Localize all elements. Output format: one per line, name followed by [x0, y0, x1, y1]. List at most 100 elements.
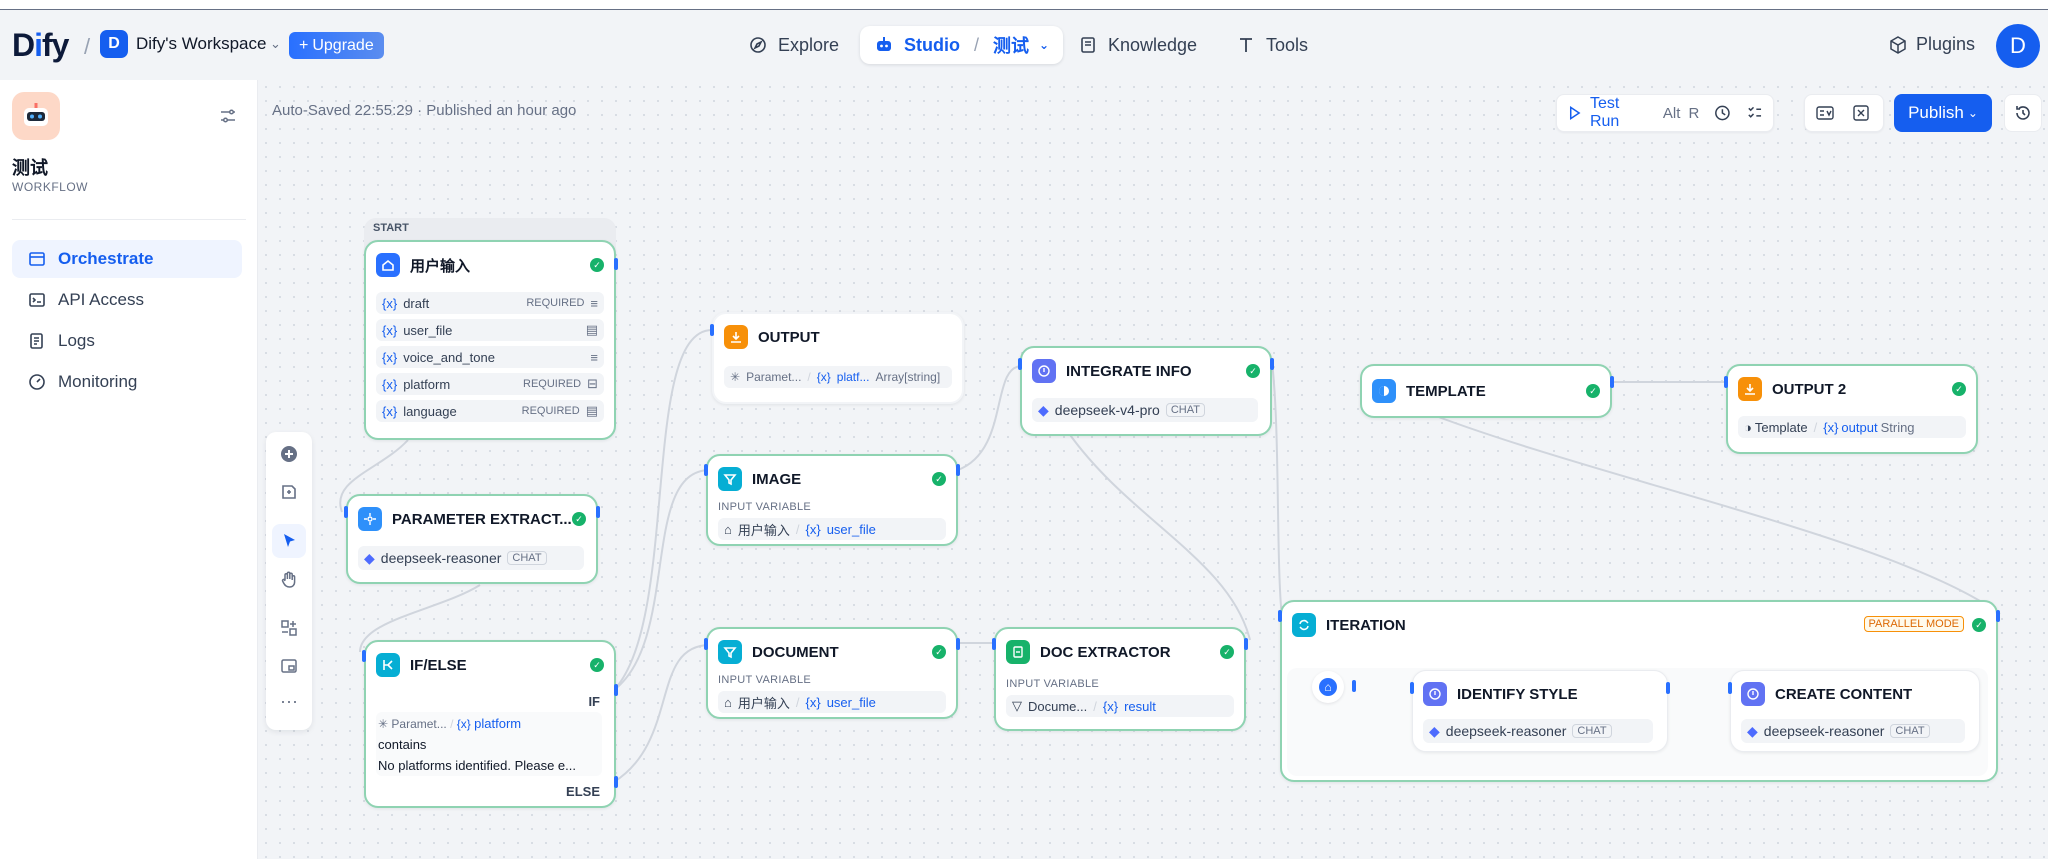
node-parameter-extractor[interactable]: PARAMETER EXTRACT... ✓ ◆deepseek-reasone… — [346, 494, 598, 584]
publish-button[interactable]: Publish⌄ — [1894, 94, 1992, 132]
nav-studio-app[interactable]: 测试 — [993, 36, 1030, 56]
test-run-button[interactable]: Test Run — [1567, 95, 1649, 131]
variable-icon: {x} — [382, 349, 398, 365]
dify-logo[interactable]: Dify — [12, 27, 69, 63]
node-title: IF/ELSE — [410, 656, 467, 674]
nav-knowledge-label: Knowledge — [1108, 34, 1198, 55]
upgrade-button[interactable]: +Upgrade — [289, 32, 384, 59]
node-handle[interactable] — [704, 464, 708, 476]
node-handle[interactable] — [1270, 358, 1274, 370]
add-node-icon[interactable] — [279, 444, 299, 464]
env-icon[interactable] — [1815, 103, 1835, 123]
node-handle[interactable] — [614, 776, 618, 788]
node-handle[interactable] — [1244, 638, 1248, 650]
pointer-mode-button[interactable] — [272, 524, 306, 558]
chevron-down-icon[interactable]: ⌄ — [1039, 38, 1050, 52]
node-handle[interactable] — [614, 258, 618, 270]
variable-icon: {x} — [382, 376, 398, 392]
nav-knowledge[interactable]: Knowledge — [1064, 26, 1211, 64]
organize-icon[interactable] — [279, 618, 299, 638]
workspace-name[interactable]: Dify's Workspace — [136, 34, 267, 53]
node-handle[interactable] — [956, 464, 960, 476]
model-name: deepseek-reasoner — [380, 550, 502, 566]
variable-icon[interactable] — [1851, 103, 1871, 123]
minimap-icon[interactable] — [279, 656, 299, 676]
more-icon[interactable]: ··· — [280, 691, 298, 711]
node-handle[interactable] — [704, 638, 708, 650]
node-doc-extractor[interactable]: DOC EXTRACTOR ✓ INPUT VARIABLE ▽Docume..… — [994, 627, 1246, 731]
node-document[interactable]: DOCUMENT ✓ INPUT VARIABLE ⌂用户输入/{x}user_… — [706, 627, 958, 719]
variable-icon: {x} — [382, 295, 398, 311]
nav-tools-label: Tools — [1266, 34, 1309, 55]
workspace-badge[interactable]: D — [100, 30, 128, 58]
node-handle[interactable] — [1724, 376, 1728, 388]
sidebar-divider — [12, 219, 246, 220]
canvas-tool-palette: ··· — [266, 432, 312, 730]
node-handle[interactable] — [614, 684, 618, 696]
check-icon: ✓ — [1246, 364, 1260, 378]
node-handle[interactable] — [1666, 682, 1670, 694]
node-handle[interactable] — [1018, 358, 1022, 370]
node-title: OUTPUT — [758, 328, 820, 346]
nav-studio[interactable]: Studio / 测试 ⌄ — [860, 26, 1064, 64]
sidebar-item-monitoring[interactable]: Monitoring — [12, 363, 242, 401]
sidebar-item-api-access[interactable]: API Access — [12, 281, 242, 319]
node-title: 用户输入 — [410, 257, 471, 275]
plugins-button[interactable]: Plugins — [1888, 34, 1975, 55]
sliders-icon[interactable] — [218, 106, 238, 126]
sidebar-item-label: API Access — [58, 290, 144, 309]
doc-extractor-icon — [1006, 640, 1030, 664]
var-name: user_file — [403, 322, 453, 338]
variable-icon: {x} — [816, 370, 831, 384]
nav-explore[interactable]: Explore — [734, 26, 853, 64]
app-icon[interactable] — [12, 92, 60, 140]
loop-icon — [1292, 613, 1316, 637]
node-handle[interactable] — [1996, 610, 2000, 622]
check-icon: ✓ — [1586, 384, 1600, 398]
node-handle[interactable] — [1352, 680, 1356, 692]
node-handle[interactable] — [1278, 610, 1282, 622]
add-note-icon[interactable] — [279, 482, 299, 502]
node-handle[interactable] — [1728, 682, 1732, 694]
sidebar-item-logs[interactable]: Logs — [12, 322, 242, 360]
node-handle[interactable] — [1410, 682, 1414, 694]
node-handle[interactable] — [956, 638, 960, 650]
history-check-icon[interactable] — [1713, 103, 1732, 123]
output-type: String — [1880, 419, 1915, 435]
checklist-icon[interactable] — [1746, 104, 1763, 122]
node-handle[interactable] — [362, 650, 366, 662]
sidebar-item-orchestrate[interactable]: Orchestrate — [12, 240, 242, 278]
node-image[interactable]: IMAGE ✓ INPUT VARIABLE ⌂用户输入/{x}user_fil… — [706, 454, 958, 546]
header-separator: / — [84, 34, 91, 59]
text-type-icon: ≡ — [590, 349, 598, 365]
node-output[interactable]: OUTPUT ✳Paramet.../{x}platf...Array[stri… — [712, 312, 964, 404]
nav-separator: / — [974, 34, 980, 55]
user-avatar[interactable]: D — [1996, 24, 2040, 68]
nav-tools[interactable]: Tools — [1222, 26, 1322, 64]
condition-variable: platform — [474, 716, 522, 731]
check-icon: ✓ — [1220, 645, 1234, 659]
app-type: WORKFLOW — [12, 180, 88, 194]
variable-icon: {x} — [382, 403, 398, 419]
node-handle[interactable] — [1610, 376, 1614, 388]
version-history-button[interactable] — [2004, 94, 2042, 132]
chevron-down-icon[interactable]: ⌄ — [270, 36, 281, 51]
iteration-start[interactable]: ⌂ — [1312, 671, 1344, 703]
var-name: language — [403, 403, 457, 419]
node-template[interactable]: TEMPLATE ✓ — [1360, 364, 1612, 418]
node-handle[interactable] — [710, 324, 714, 336]
hand-icon[interactable] — [279, 570, 299, 590]
node-header: OUTPUT — [724, 324, 820, 350]
node-handle[interactable] — [344, 506, 348, 518]
node-if-else[interactable]: IF/ELSE ✓ IF ✳ Paramet... / {x} platform… — [364, 640, 616, 808]
node-handle[interactable] — [596, 506, 600, 518]
node-handle[interactable] — [992, 638, 996, 650]
